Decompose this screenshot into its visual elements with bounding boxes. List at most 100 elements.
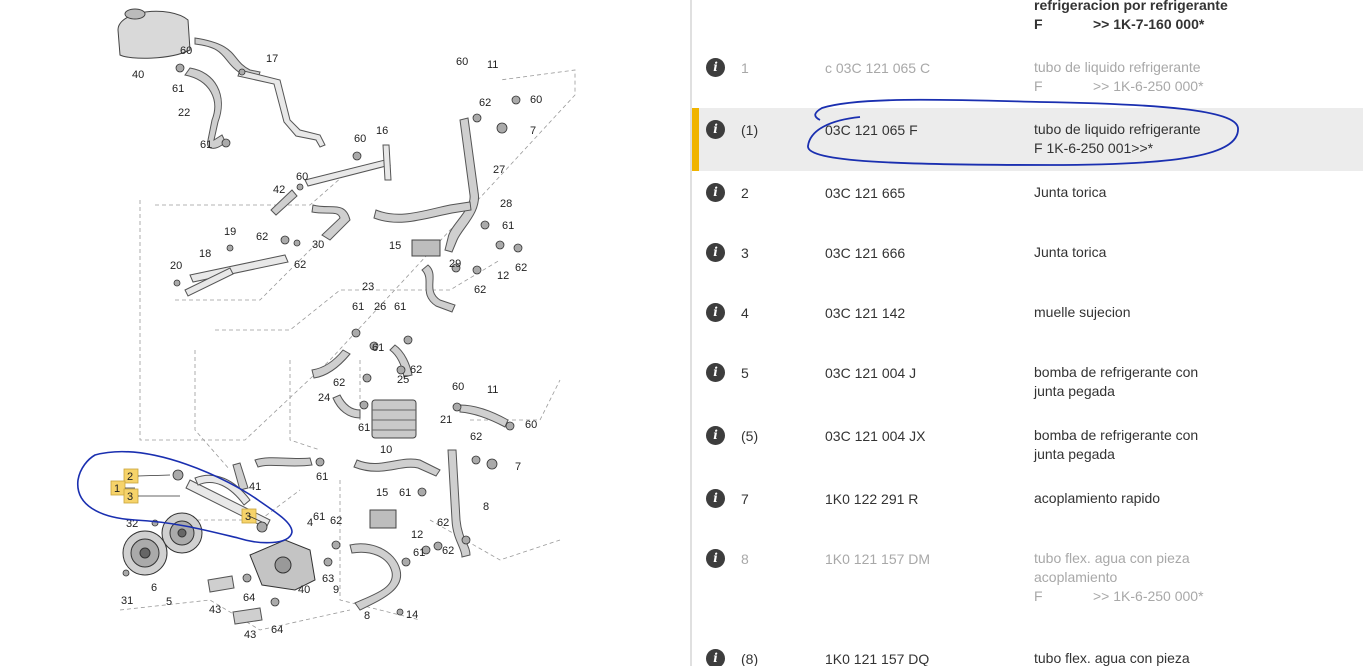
diagram-part-label[interactable]: 60	[296, 171, 308, 183]
diagram-part-label[interactable]: 11	[487, 59, 498, 71]
diagram-part-label[interactable]: 43	[209, 604, 221, 616]
diagram-part-label[interactable]: 31	[121, 595, 133, 607]
diagram-part-label[interactable]: 8	[364, 610, 370, 622]
diagram-part-label[interactable]: 22	[178, 107, 190, 119]
diagram-part-label[interactable]: 61	[352, 301, 364, 313]
diagram-part-label[interactable]: 60	[180, 45, 192, 57]
diagram-part-label[interactable]: 60	[452, 381, 464, 393]
diagram-part-label[interactable]: 40	[132, 69, 144, 81]
diagram-part-label[interactable]: 62	[256, 231, 268, 243]
diagram-part-label[interactable]: 10	[380, 444, 392, 456]
parts-row-header[interactable]: refrigeracion por refrigerante F>> 1K-7-…	[692, 0, 1363, 47]
diagram-part-label[interactable]: 61	[172, 83, 184, 95]
diagram-part-label[interactable]: 62	[470, 431, 482, 443]
diagram-part-label[interactable]: 17	[266, 53, 278, 65]
diagram-part-label[interactable]: 24	[318, 392, 330, 404]
info-icon[interactable]: i	[706, 363, 725, 382]
diagram-part-label[interactable]: 64	[271, 624, 283, 636]
diagram-part-label[interactable]: 62	[333, 377, 345, 389]
diagram-part-label[interactable]: 60	[456, 56, 468, 68]
diagram-part-label[interactable]: 7	[530, 125, 536, 137]
diagram-part-label[interactable]: 61	[358, 422, 370, 434]
diagram-part-label[interactable]: 61	[372, 342, 384, 354]
diagram-part-label[interactable]: 61	[313, 511, 325, 523]
info-icon[interactable]: i	[706, 303, 725, 322]
diagram-part-label[interactable]: 12	[497, 270, 509, 282]
highlighted-part-label[interactable]: 1	[114, 483, 120, 495]
info-icon[interactable]: i	[706, 58, 725, 77]
diagram-part-label[interactable]: 12	[411, 529, 423, 541]
diagram-part-label[interactable]: 61	[316, 471, 328, 483]
diagram-part-label[interactable]: 61	[200, 139, 212, 151]
diagram-part-label[interactable]: 9	[333, 584, 339, 596]
info-icon[interactable]: i	[706, 120, 725, 139]
diagram-part-label[interactable]: 30	[312, 239, 324, 251]
diagram-part-label[interactable]: 62	[410, 364, 422, 376]
diagram-part-label[interactable]: 6	[151, 582, 157, 594]
diagram-part-label[interactable]: 61	[394, 301, 406, 313]
diagram-part-label[interactable]: 62	[515, 262, 527, 274]
pane-divider[interactable]	[690, 0, 692, 666]
diagram-part-label[interactable]: 15	[389, 240, 401, 252]
diagram-part-label[interactable]: 32	[126, 518, 138, 530]
diagram-part-label[interactable]: 8	[483, 501, 489, 513]
diagram-part-label[interactable]: 40	[298, 584, 310, 596]
diagram-part-label[interactable]: 61	[502, 220, 514, 232]
diagram-part-label[interactable]: 62	[474, 284, 486, 296]
diagram-part-label[interactable]: 23	[362, 281, 374, 293]
diagram-part-label[interactable]: 4	[307, 517, 313, 529]
diagram-part-label[interactable]: 26	[374, 301, 386, 313]
diagram-part-label[interactable]: 25	[397, 374, 409, 386]
diagram-part-label[interactable]: 21	[440, 414, 452, 426]
highlighted-part-label[interactable]: 3	[245, 511, 251, 523]
info-icon[interactable]: i	[706, 243, 725, 262]
diagram-part-label[interactable]: 18	[199, 248, 211, 260]
info-icon[interactable]: i	[706, 489, 725, 508]
diagram-part-label[interactable]: 27	[493, 164, 505, 176]
diagram-part-label[interactable]: 7	[515, 461, 521, 473]
diagram-part-label[interactable]: 14	[406, 609, 418, 621]
info-icon[interactable]: i	[706, 426, 725, 445]
diagram-part-label[interactable]: 28	[500, 198, 512, 210]
diagram-part-label[interactable]: 62	[437, 517, 449, 529]
diagram-part-label[interactable]: 62	[330, 515, 342, 527]
highlighted-part-label[interactable]: 2	[127, 471, 133, 483]
diagram-part-label[interactable]: 16	[376, 125, 388, 137]
info-icon[interactable]: i	[706, 649, 725, 666]
diagram-part-label[interactable]: 61	[413, 547, 425, 559]
diagram-part-label[interactable]: 62	[479, 97, 491, 109]
diagram-part-label[interactable]: 5	[166, 596, 172, 608]
diagram-part-label[interactable]: 19	[224, 226, 236, 238]
diagram-part-label[interactable]: 61	[399, 487, 411, 499]
highlighted-labels[interactable]: 2 1 3 3	[110, 468, 263, 524]
diagram-part-label[interactable]: 64	[243, 592, 255, 604]
diagram-part-label[interactable]: 11	[487, 384, 498, 396]
info-icon[interactable]: i	[706, 549, 725, 568]
diagram-part-label[interactable]: 60	[354, 133, 366, 145]
diagram-part-label[interactable]: 15	[376, 487, 388, 499]
diagram-part-label[interactable]: 60	[525, 419, 537, 431]
diagram-part-label[interactable]: 20	[170, 260, 182, 272]
diagram-part-label[interactable]: 63	[322, 573, 334, 585]
diagram-part-label[interactable]: 60	[530, 94, 542, 106]
diagram-part-label[interactable]: 41	[249, 481, 261, 493]
diagram-part-label[interactable]: 62	[442, 545, 454, 557]
diagram-part-label[interactable]: 43	[244, 629, 256, 641]
highlighted-part-label[interactable]: 3	[127, 491, 133, 503]
diagram-part-label[interactable]: 29	[449, 258, 461, 270]
diagram-part-label[interactable]: 62	[294, 259, 306, 271]
diagram-part-label[interactable]: 42	[273, 184, 285, 196]
row-part-number: 1K0 121 157 DM	[825, 551, 931, 567]
info-icon[interactable]: i	[706, 183, 725, 202]
